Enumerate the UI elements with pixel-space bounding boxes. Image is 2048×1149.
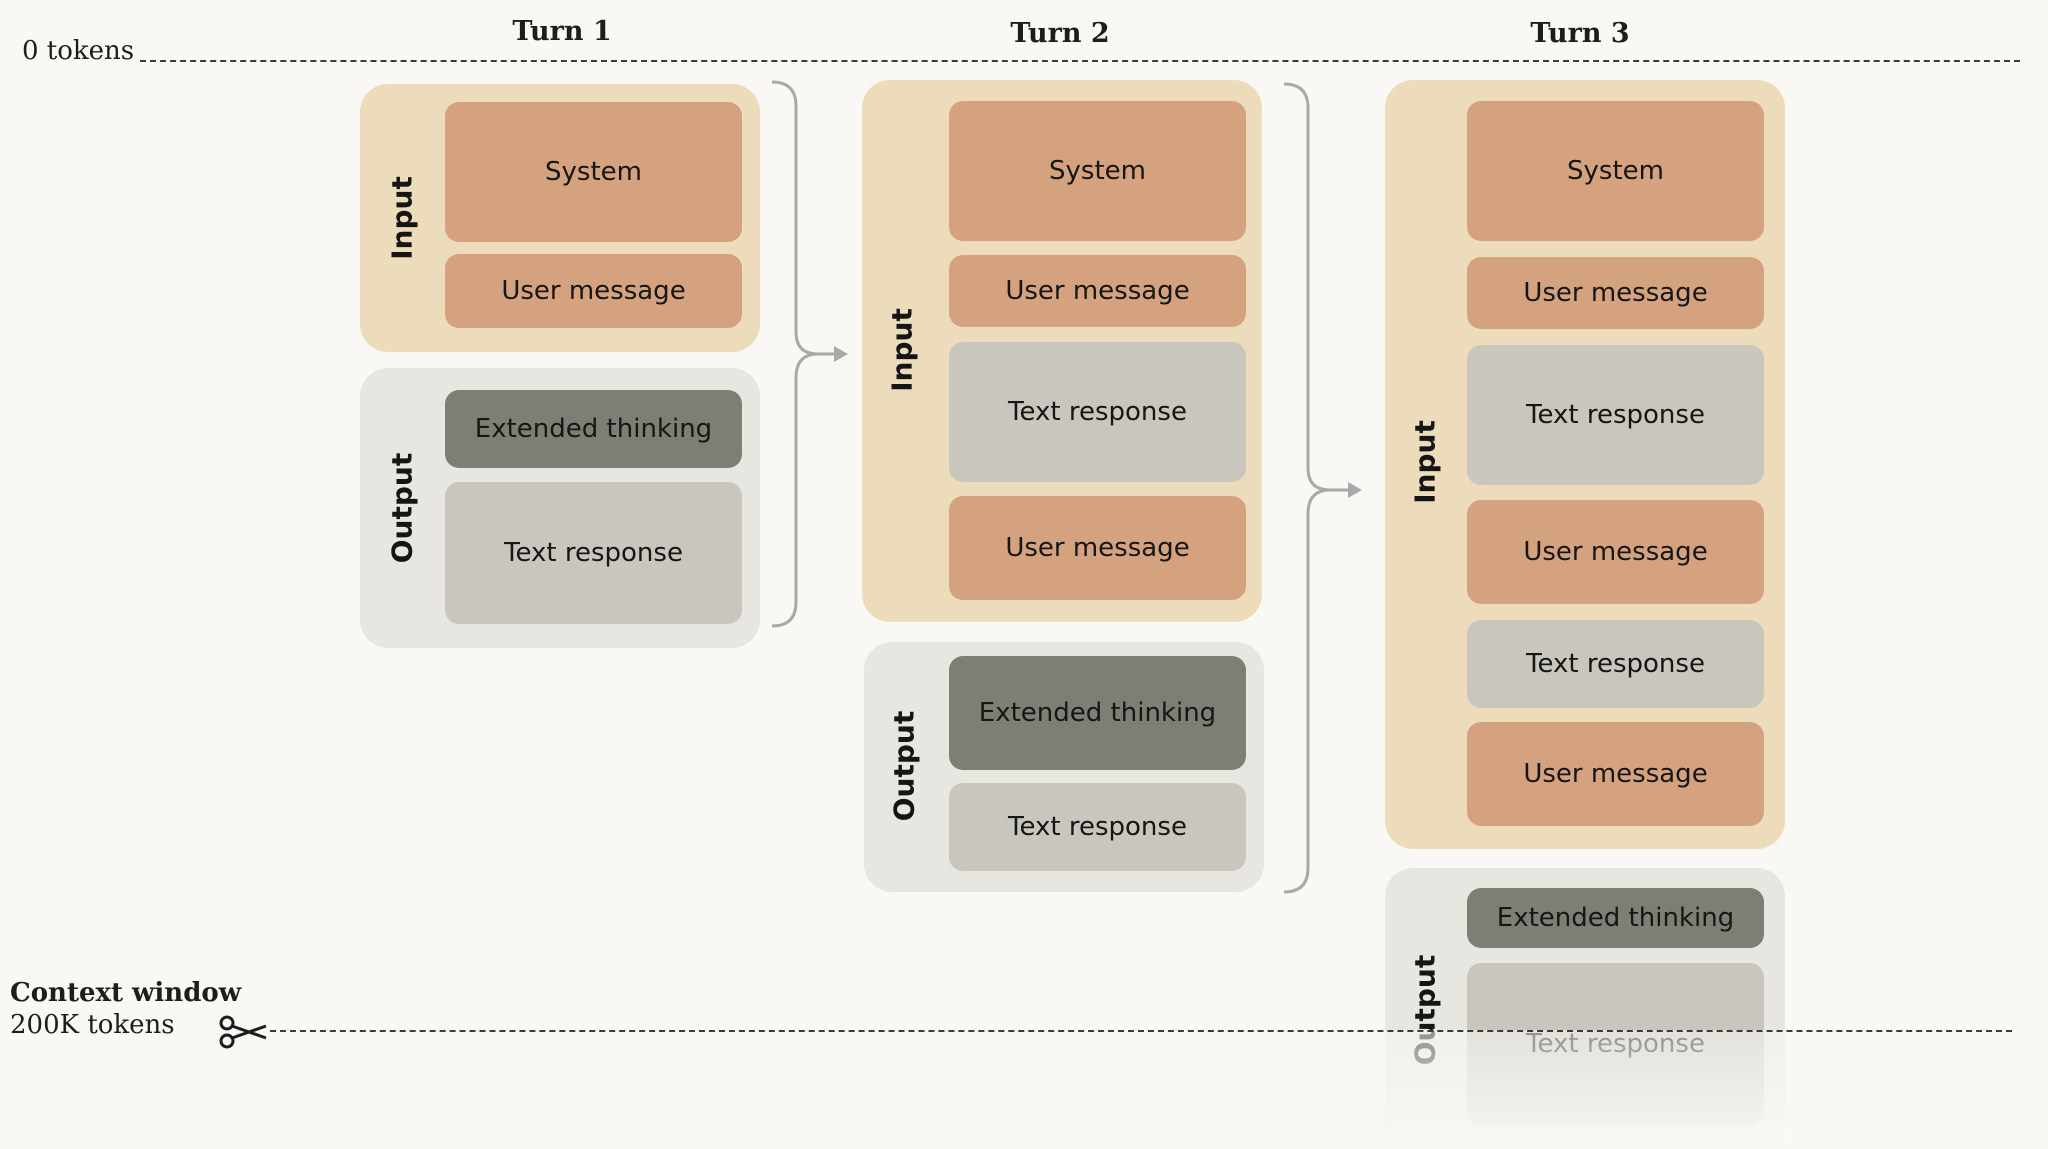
turn-2-text-response-block-2: Text response [949,783,1246,871]
turn-1-title: Turn 1 [512,16,612,47]
turn-2-user-message-block-2: User message [949,496,1246,600]
turn-1-input-group: Input System User message [360,84,760,352]
turn-1-system-block: System [445,102,742,242]
turn-2-text-response-block: Text response [949,342,1246,482]
turn-1-user-message-block: User message [445,254,742,328]
turn-3-input-group: Input System User message Text response … [1385,80,1785,849]
zero-tokens-line [140,60,2020,62]
turn-3-title: Turn 3 [1530,18,1630,49]
turn-1-text-response-block: Text response [445,482,742,624]
context-window-title: Context window [10,978,242,1008]
scissors-icon [219,1015,267,1049]
turn-3-system-block: System [1467,101,1764,241]
context-window-tokens: 200K tokens [10,1010,175,1040]
turn-3-input-label: Input [1408,420,1442,504]
turn-2-user-message-block: User message [949,255,1246,327]
turn-2-system-block: System [949,101,1246,241]
turn-1-input-label: Input [385,176,419,260]
bracket-arrow-icon [771,80,848,628]
context-overflow-fade [1380,1030,1800,1149]
bracket-arrow-icon [1283,82,1362,894]
turn-2-input-label: Input [885,308,919,392]
turn-3-extended-thinking-block: Extended thinking [1467,888,1764,948]
turn-2-title: Turn 2 [1010,18,1110,49]
zero-tokens-label: 0 tokens [22,36,135,66]
turn-3-text-response-block-2: Text response [1467,620,1764,708]
turn-3-user-message-block: User message [1467,257,1764,329]
turn-2-extended-thinking-block: Extended thinking [949,656,1246,770]
context-window-line [270,1030,2012,1032]
turn-1-output-group: Output Extended thinking Text response [360,368,760,648]
turn-3-text-response-block: Text response [1467,345,1764,485]
turn-1-extended-thinking-block: Extended thinking [445,390,742,468]
turn-2-output-group: Output Extended thinking Text response [864,642,1264,892]
turn-3-user-message-block-3: User message [1467,722,1764,826]
turn-3-user-message-block-2: User message [1467,500,1764,604]
turn-2-output-label: Output [887,710,921,822]
turn-1-output-label: Output [385,452,419,564]
turn-2-input-group: Input System User message Text response … [862,80,1262,622]
